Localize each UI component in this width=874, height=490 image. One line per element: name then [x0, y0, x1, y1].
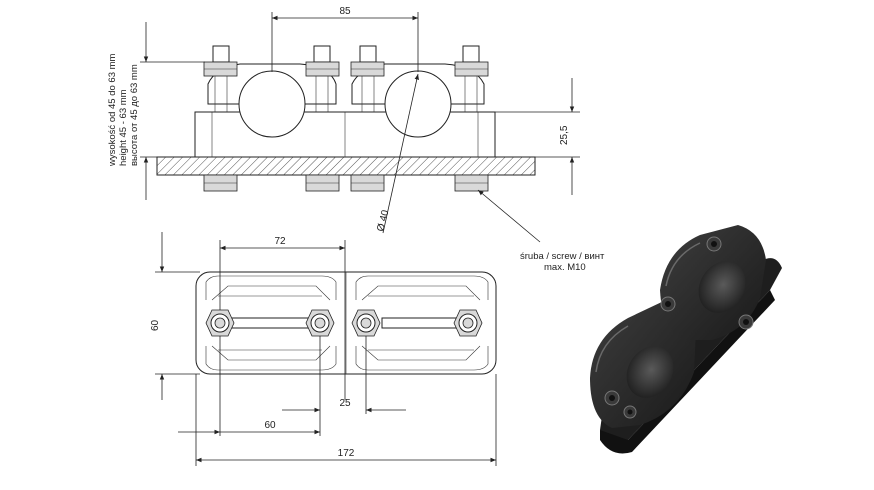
dim-body-height: 60: [150, 319, 161, 331]
top-bolts: [203, 45, 489, 77]
bottom-nuts: [203, 174, 489, 192]
height-label: wysokość od 45 do 63 mm height 45 - 63 m…: [107, 53, 140, 167]
height-label-en: height 45 - 63 mm: [118, 89, 129, 166]
screw-note-line2: max. M10: [544, 262, 586, 273]
cable-hole-right: [384, 70, 452, 138]
mounting-plate: [156, 156, 536, 176]
height-label-pl: wysokość od 45 do 63 mm: [107, 53, 118, 167]
dim-plate-height: 25,5: [559, 125, 570, 145]
screw-note-line1: śruba / screw / винт: [520, 251, 605, 262]
dim-diameter: Ø 40: [375, 209, 391, 233]
dim-total-length: 172: [338, 448, 355, 459]
dim-center-offset: 25: [339, 398, 351, 409]
dim-top-width: 85: [339, 6, 351, 17]
dim-half-length: 60: [264, 420, 276, 431]
dim-bolt-spacing: 72: [274, 236, 286, 247]
clamp-3d-render: [590, 225, 782, 454]
top-view: 72 60 25 60 172: [150, 232, 497, 466]
height-label-ru: высота от 45 до 63 mm: [129, 64, 140, 166]
cable-hole-left: [238, 70, 306, 138]
side-view: 85 wysokość od 45 do 63 mm height 45 - 6…: [107, 6, 605, 273]
bolt-heads-top-view: [205, 309, 483, 337]
